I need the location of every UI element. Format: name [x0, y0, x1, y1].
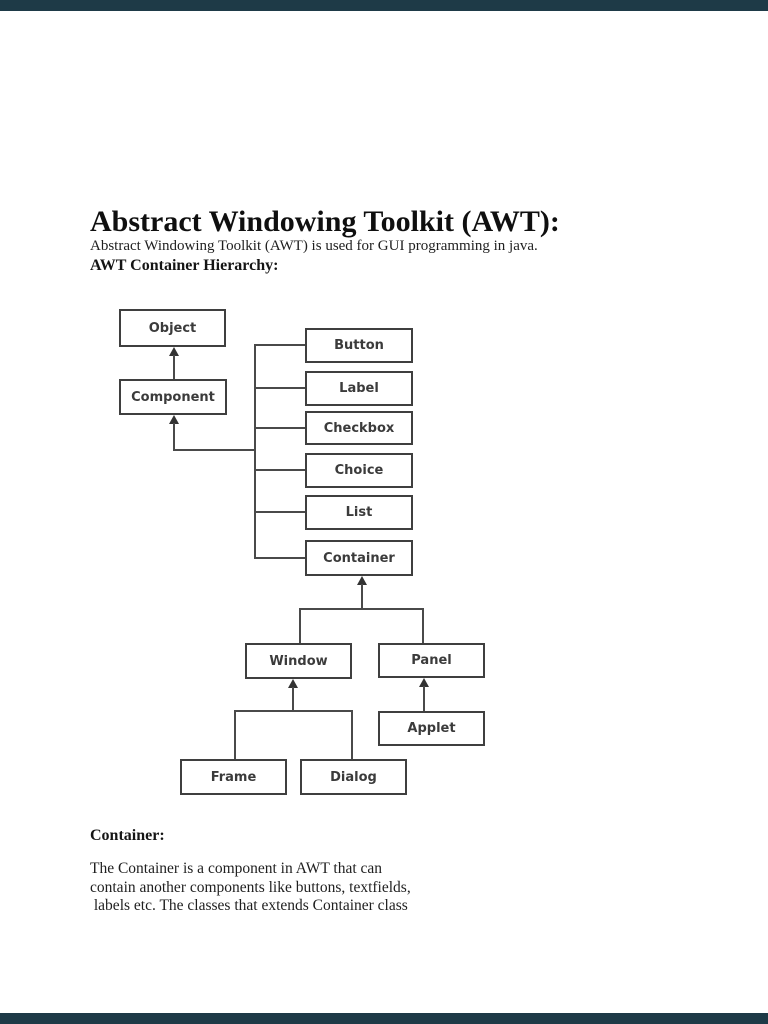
class-box-component: Component [119, 379, 227, 415]
connector-line [351, 710, 353, 759]
class-box-label: Label [305, 371, 413, 406]
stub-line-container [254, 557, 305, 559]
container-heading: Container: [90, 827, 165, 844]
connector-line [234, 710, 236, 759]
page-title: Abstract Windowing Toolkit (AWT): [90, 205, 560, 239]
stub-line-choice [254, 469, 305, 471]
bracket-spine-line [254, 344, 256, 559]
connector-line [173, 423, 175, 451]
arrowhead-to-component [169, 415, 179, 424]
class-box-panel: Panel [378, 643, 485, 678]
connector-line [299, 608, 301, 643]
class-box-window: Window [245, 643, 352, 679]
connector-line [423, 686, 425, 711]
connector-line [361, 584, 363, 610]
hierarchy-heading: AWT Container Hierarchy: [90, 257, 279, 274]
class-box-object: Object [119, 309, 226, 347]
class-box-frame: Frame [180, 759, 287, 795]
paragraph-line: The Container is a component in AWT that… [90, 860, 383, 877]
stub-line-list [254, 511, 305, 513]
stub-line-label [254, 387, 305, 389]
viewer-bottom-edge [0, 1013, 768, 1024]
arrowhead-to-window [288, 679, 298, 688]
paragraph-line: contain another components like buttons,… [90, 878, 411, 896]
arrowhead-to-container [357, 576, 367, 585]
class-box-list: List [305, 495, 413, 530]
class-box-dialog: Dialog [300, 759, 407, 795]
connector-line [299, 608, 424, 610]
arrowhead-to-object [169, 347, 179, 356]
class-box-container: Container [305, 540, 413, 576]
class-box-choice: Choice [305, 453, 413, 488]
connector-line [234, 710, 353, 712]
container-paragraph: The Container is a component in AWT that… [90, 860, 411, 916]
connector-line [173, 355, 175, 379]
class-box-checkbox: Checkbox [305, 411, 413, 445]
intro-text: Abstract Windowing Toolkit (AWT) is used… [90, 238, 538, 254]
stub-line-button [254, 344, 305, 346]
class-box-button: Button [305, 328, 413, 363]
arrowhead-to-panel [419, 678, 429, 687]
connector-line [292, 687, 294, 711]
class-box-applet: Applet [378, 711, 485, 746]
viewer-top-edge [0, 0, 768, 11]
connector-line [173, 449, 256, 451]
paragraph-line: labels etc. The classes that extends Con… [90, 897, 408, 914]
stub-line-checkbox [254, 427, 305, 429]
connector-line [422, 608, 424, 643]
